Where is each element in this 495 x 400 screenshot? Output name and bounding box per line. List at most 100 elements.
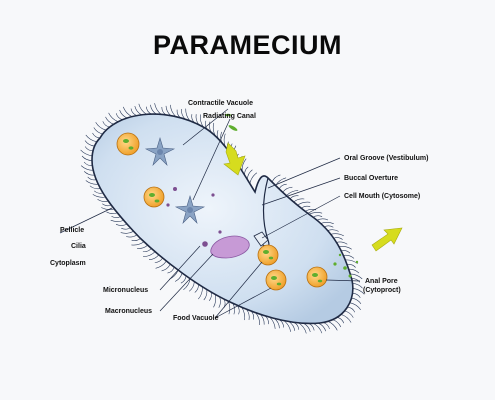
cilium: [83, 161, 93, 166]
label-food-vacuole: Food Vacuole: [173, 315, 219, 322]
cilium: [80, 149, 93, 156]
cilium: [349, 302, 361, 310]
cilium: [350, 273, 363, 280]
cilium: [344, 310, 354, 318]
micronucleus: [166, 187, 222, 247]
cilium: [115, 113, 123, 120]
label-buccal-overture: Buccal Overture: [344, 175, 399, 182]
cilium: [146, 106, 152, 115]
cilium: [282, 186, 293, 193]
cilium: [278, 183, 287, 190]
contractile-vacuole-upper: [144, 136, 176, 167]
cilium: [313, 323, 323, 334]
cilium: [312, 215, 323, 218]
cilium: [352, 293, 361, 298]
cilium: [347, 306, 356, 313]
cilium: [327, 229, 339, 232]
cilium: [83, 171, 95, 176]
label-contractile-vacuole: Contractile Vacuole: [188, 100, 253, 107]
cilium: [102, 121, 110, 128]
cilium: [341, 250, 351, 254]
label-cilia: Cilia: [71, 243, 86, 250]
cilium: [134, 106, 142, 116]
cilium: [131, 241, 145, 246]
leader-lines: [59, 108, 361, 319]
cilium: [115, 223, 128, 226]
contractile-vacuole-lower: [174, 194, 206, 225]
cilium: [87, 176, 97, 181]
cilium: [85, 180, 99, 185]
cilium: [154, 103, 162, 115]
cilium: [244, 166, 249, 176]
cilium: [218, 296, 221, 308]
cilium: [154, 257, 163, 263]
cilium: [108, 112, 119, 122]
label-radiating-canal: Radiating Canal: [203, 113, 256, 120]
cilium: [286, 190, 299, 196]
cilium: [84, 140, 95, 147]
cilium: [85, 134, 97, 143]
cilium: [81, 155, 93, 161]
cilium: [189, 281, 195, 292]
cilium: [247, 169, 253, 180]
cilium: [180, 275, 187, 284]
cilium: [111, 215, 121, 218]
cilium: [351, 297, 362, 304]
cilium: [343, 254, 355, 259]
cilium: [84, 146, 94, 152]
cilium: [142, 248, 152, 252]
food-vacuole: [116, 132, 328, 291]
cilium: [348, 268, 360, 274]
label-anal-pore: Anal Pore: [365, 278, 398, 285]
cilium: [167, 267, 175, 274]
inflow-arrow: [223, 142, 246, 176]
cilium: [351, 278, 361, 283]
label-micronucleus: Micronucleus: [103, 287, 149, 294]
cilium: [119, 109, 128, 119]
label-macronucleus: Macronucleus: [105, 308, 153, 315]
diagram-title: PARAMECIUM: [153, 30, 342, 60]
cilium: [161, 263, 171, 272]
cilium: [155, 260, 167, 269]
cilium: [137, 244, 148, 249]
label-anal-pore-sub: (Cytoproct): [363, 287, 401, 294]
cilium: [213, 294, 217, 308]
cilium: [148, 254, 160, 260]
cilium: [308, 212, 323, 215]
cilium: [327, 321, 338, 331]
cilium: [320, 222, 334, 224]
cilium: [303, 323, 311, 332]
label-cell-mouth: Cell Mouth (Cytosome): [344, 193, 421, 200]
cilium: [93, 127, 103, 135]
cilium: [89, 185, 101, 190]
cilium: [194, 284, 199, 293]
cilium: [143, 251, 156, 257]
cilium: [241, 307, 245, 321]
cilium: [228, 301, 231, 315]
cilium: [93, 190, 103, 194]
label-oral-groove: Oral Groove (Vestibulum): [344, 155, 429, 162]
cilium: [80, 165, 94, 171]
cilium: [120, 231, 134, 234]
cilium: [101, 207, 115, 210]
cilium: [316, 218, 329, 221]
cilium: [123, 106, 133, 117]
cilium: [232, 303, 235, 315]
cilium: [336, 241, 348, 245]
cilium: [340, 314, 352, 323]
cilium: [336, 317, 345, 324]
cilium: [110, 219, 124, 222]
cilium: [347, 264, 356, 268]
food-particles: [225, 113, 359, 278]
cell-mouth: [253, 231, 269, 247]
cilium: [174, 272, 183, 282]
cilium: [301, 205, 311, 209]
cilium: [338, 246, 352, 250]
cilium: [271, 174, 281, 183]
cilium: [92, 194, 106, 198]
macronucleus: [210, 235, 250, 259]
cilium: [293, 198, 305, 203]
cilium: [332, 319, 342, 328]
